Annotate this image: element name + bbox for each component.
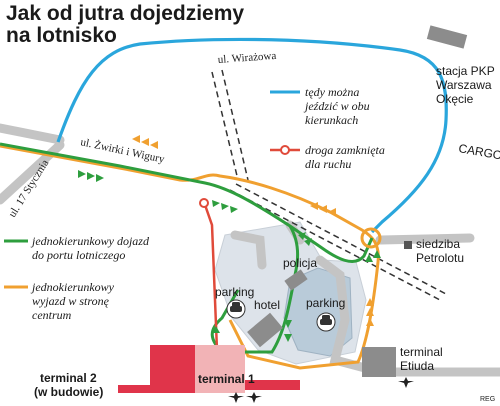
legend-outbound-line-3: centrum [32, 308, 72, 322]
legend-inbound-line-2: do portu lotniczego [32, 248, 125, 262]
place-petrolot-line-2: Petrolotu [416, 251, 464, 265]
legend-closed-line-1: droga zamknięta [305, 143, 385, 157]
terminal-2-building [150, 345, 195, 393]
place-hotel: hotel [254, 298, 280, 312]
legend-closed-line-2: dla ruchu [305, 157, 351, 171]
page-title-line-1: Jak od jutra dojedziemy [6, 2, 244, 25]
legend-both-ways-line-1: tędy można [305, 85, 359, 99]
place-terminal-etiuda-line-1: terminal [400, 345, 443, 359]
terminal-1-wing [245, 380, 300, 390]
place-parking-right: parking [306, 296, 345, 310]
car-icon [226, 299, 246, 319]
place-pkp-line-1: stacja PKP [436, 64, 495, 78]
street-wirazowa: ul. Wirażowa [217, 50, 276, 66]
street-cargo: CARGO [457, 141, 500, 162]
place-terminal-etiuda-line-2: Etiuda [400, 359, 434, 373]
outbound-arrows [132, 135, 374, 326]
place-terminal-2-line-2: (w budowie) [34, 385, 103, 399]
closed-road-marker [199, 198, 209, 208]
airplane-icon [228, 392, 244, 403]
place-terminal-1: terminal 1 [198, 372, 255, 386]
legend-inbound-line-1: jednokierunkowy dojazd [30, 234, 150, 248]
buildings [247, 25, 468, 377]
inbound-road [0, 142, 374, 354]
place-pkp-line-2: Warszawa [436, 78, 492, 92]
closed-road [202, 201, 219, 351]
terminal-2-wing [118, 385, 154, 393]
place-pkp-line-3: Okęcie [436, 92, 474, 106]
place-parking-left: parking [215, 285, 254, 299]
two-way-road [56, 37, 448, 234]
place-terminal-2-line-1: terminal 2 [40, 371, 97, 385]
page-title-line-2: na lotnisko [6, 24, 117, 47]
place-policja: policja [283, 256, 317, 270]
place-petrolot-line-1: siedziba [416, 237, 460, 251]
legend-outbound-line-2: wyjazd w stronę [32, 294, 110, 308]
legend-outbound-line-1: jednokierunkowy [30, 280, 115, 294]
legend-both-ways-line-2: jeździć w obu [303, 99, 370, 113]
terminal-1-building [195, 345, 245, 393]
railway [211, 69, 447, 301]
roundabout [360, 227, 382, 249]
inbound-arrows [78, 170, 381, 342]
car-icon [316, 312, 336, 332]
legend-both-ways-line-3: kierunkach [305, 113, 358, 127]
airplane-icon [246, 392, 262, 403]
legend-swatch-closed-marker [280, 145, 290, 155]
gray-roads [0, 123, 500, 377]
credit: REG [480, 396, 495, 403]
airplane-icon [398, 377, 414, 388]
